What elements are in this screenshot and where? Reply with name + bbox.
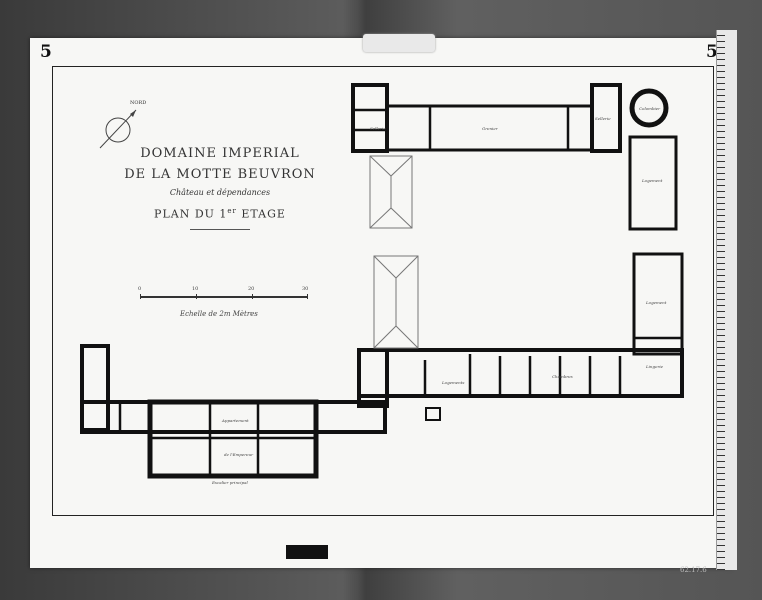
compass-label: NORD [130,100,147,106]
room-label: Sellerie [370,126,386,131]
title-block: DOMAINE IMPERIAL DE LA MOTTE BEUVRON Châ… [110,146,330,230]
scale-tick-label: 10 [192,286,199,292]
west-tower [80,344,110,432]
compass-icon [99,109,137,149]
dovecote-tower [629,88,669,128]
room-label: Logement [642,178,663,183]
title-line-4: PLAN DU 1er ETAGE [154,207,286,221]
scale-tick-label: 0 [138,286,142,292]
sheet-number-right: 5 [706,42,718,62]
stable-block [351,83,389,153]
room-label: Appartement [222,418,249,423]
oriel [425,407,441,421]
east-block [632,252,684,356]
scale-tick-label: 30 [302,286,309,292]
archive-stamp [286,545,328,559]
pavilion [628,135,678,231]
archive-reference: 62.17.6 [680,566,707,574]
sheet-number-left: 5 [40,42,52,62]
shed-roof-south [373,255,419,349]
scale-tick-label: 20 [248,286,255,292]
room-label: Sellerie [595,116,611,121]
wing-stair [357,348,389,408]
title-line-1: DOMAINE IMPERIAL [140,146,300,161]
room-label: Grenier [482,126,498,131]
drawing-sheet: 5 5 NORD DOMAINE IMPERIAL DE LA MOTTE BE… [30,34,732,568]
room-label: Colombier [639,106,661,111]
long-wing [357,348,684,398]
drawing-frame [52,66,714,516]
room-label: de l'Empereur [224,452,253,457]
title-line-2: DE LA MOTTE BEUVRON [124,167,316,182]
scale-caption: Echelle de 2m Mètres [180,310,258,318]
scale-bar: 0 10 20 30 [138,286,308,299]
main-block [80,400,387,434]
shed-roof-north [369,155,413,229]
room-label: Logements [442,380,465,385]
room-label: Escalier principal [212,480,248,485]
room-label: Logement [646,300,667,305]
title-line-3: Château et dépendances [169,188,271,197]
floor-plan [80,83,684,479]
title-underline [190,228,250,230]
room-label: Lingerie [646,364,663,369]
room-label: Chambres [552,374,573,379]
measuring-ruler [716,30,737,570]
stable-end [590,83,622,153]
tape-top [363,34,435,52]
